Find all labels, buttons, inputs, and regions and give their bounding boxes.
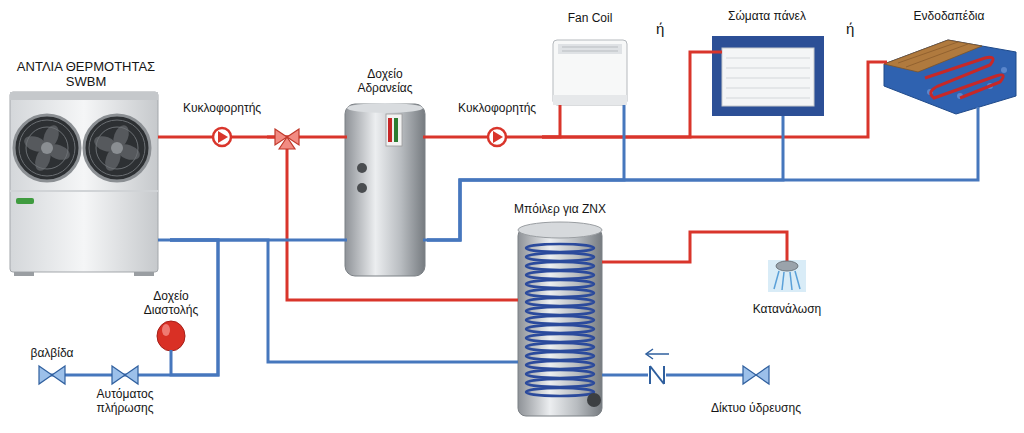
expansion-tank: Δοχείο Διαστολής	[131, 290, 211, 354]
auto-fill-valve-label: Αυτόματος πλήρωσης	[95, 388, 155, 416]
fan-coil-label: Fan Coil	[568, 12, 613, 26]
fan-coil-unit	[553, 40, 627, 107]
underfloor-heating-label: Ενδοδαπέδια	[914, 10, 985, 24]
circulator-pump-label: Κυκλοφορητής	[183, 102, 261, 116]
pipe-connector	[427, 107, 624, 240]
circulator-symbol	[452, 128, 542, 146]
pipe-connector	[427, 114, 978, 240]
water-mains: Δίκτυο ύδρευσης	[700, 362, 812, 416]
heat-pump: ΑΝΤΛΙΑ ΘΕΡΜΟΤΗΤΑΣ SWBM	[2, 60, 170, 278]
dhw-boiler-body	[500, 222, 620, 416]
panel-radiator: Σώματα πάνελ	[708, 10, 826, 118]
pipe-connector	[427, 136, 452, 139]
water-mains-label: Δίκτυο ύδρευσης	[711, 402, 801, 416]
pipe-connector	[542, 107, 560, 137]
buffer-tank-body	[343, 103, 427, 276]
underfloor-heating: Ενδοδαπέδια	[880, 10, 1018, 114]
circulator-pump-label: Κυκλοφορητής	[458, 102, 536, 116]
fan-coil: Fan Coil	[545, 12, 635, 107]
valve-symbol	[92, 366, 158, 384]
dhw-boiler: Μπόιλερ για ΖΝΧ	[500, 203, 620, 425]
valve-symbol	[700, 366, 769, 384]
shut-off-valve-label: βαλβίδα	[30, 347, 73, 361]
underfloor-heating-slab	[880, 40, 1016, 114]
circulator-pump: Κυκλοφορητής	[452, 102, 542, 148]
valve-symbol	[39, 366, 84, 384]
shower-head	[768, 255, 806, 292]
or-label: ή	[846, 20, 854, 37]
or-label: ή	[656, 20, 664, 37]
consumption-point-label: Κατανάλωση	[753, 303, 822, 317]
shut-off-valve: βαλβίδα	[20, 347, 84, 387]
pipe-connector	[84, 374, 92, 377]
dhw-boiler-label: Μπόιλερ για ΖΝΧ	[514, 203, 606, 217]
pipe-connector	[170, 136, 177, 139]
circulator-symbol	[177, 128, 267, 146]
panel-radiator-label: Σώματα πάνελ	[728, 10, 806, 24]
expansion-vessel	[157, 321, 185, 354]
expansion-tank-label: Δοχείο Διαστολής	[134, 290, 208, 318]
consumption-point: Κατανάλωση	[745, 255, 829, 317]
heat-pump-label: ΑΝΤΛΙΑ ΘΕΡΜΟΤΗΤΑΣ SWBM	[5, 60, 167, 90]
auto-fill-valve: Αυτόματος πλήρωσης	[92, 362, 158, 416]
circulator-pump: Κυκλοφορητής	[177, 102, 267, 148]
three-way-valve	[275, 129, 299, 149]
pipe-connector	[620, 232, 787, 262]
panel-radiator-unit	[708, 36, 824, 118]
heat-pump-unit	[10, 92, 170, 276]
buffer-tank-label: Δοχείο Αδρανείας	[346, 68, 424, 96]
buffer-tank: Δοχείο Αδρανείας	[343, 68, 427, 277]
check-valve	[646, 349, 669, 385]
